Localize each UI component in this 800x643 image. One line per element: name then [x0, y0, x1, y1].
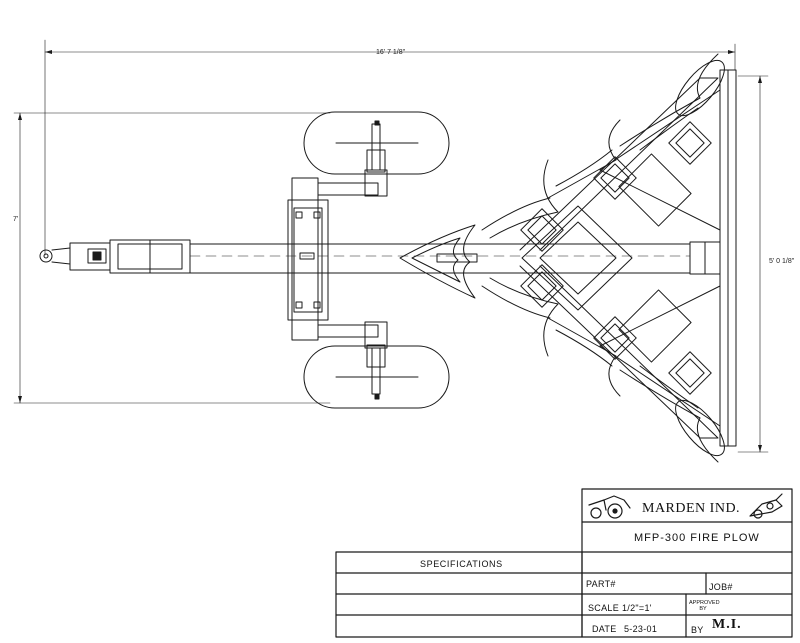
part-label: PART#: [586, 579, 616, 589]
by-value: M.I.: [712, 617, 742, 632]
overall-length-dimension: [44, 39, 736, 256]
lower-disc-assemblies: [481, 264, 725, 463]
front-blade: [399, 224, 478, 299]
date-label: DATE: [592, 624, 617, 634]
approved-label: APPROVED BY: [689, 600, 720, 612]
title-block-frame: [335, 488, 793, 638]
scale-value: 1/2"=1': [622, 603, 652, 613]
hitch-tongue: [39, 239, 721, 275]
rear-width-dimension: [737, 75, 769, 453]
v-frame: [519, 69, 737, 447]
overall-length-label: 16' 7 1/8": [376, 49, 406, 56]
rear-width-label: 5' 0 1/8": [769, 258, 795, 265]
gearbox: [521, 205, 633, 311]
drawing-title: MFP-300 FIRE PLOW: [634, 532, 760, 544]
overall-width-label: 7': [13, 216, 18, 223]
date-value: 5-23-01: [624, 624, 658, 634]
upper-disc-assemblies: [481, 53, 725, 252]
scale-label: SCALE: [588, 603, 620, 613]
job-label: JOB#: [709, 582, 733, 592]
top-wheel: [303, 111, 450, 175]
company-name: MARDEN IND.: [642, 501, 741, 516]
tractor-logo-icon: [588, 495, 631, 519]
overall-width-dimension: [13, 112, 331, 404]
axle-frame: [287, 169, 388, 349]
specifications-label: SPECIFICATIONS: [420, 559, 503, 569]
by-label: BY: [691, 625, 704, 635]
bottom-wheel: [303, 344, 450, 409]
plow-logo-icon: [749, 493, 783, 519]
